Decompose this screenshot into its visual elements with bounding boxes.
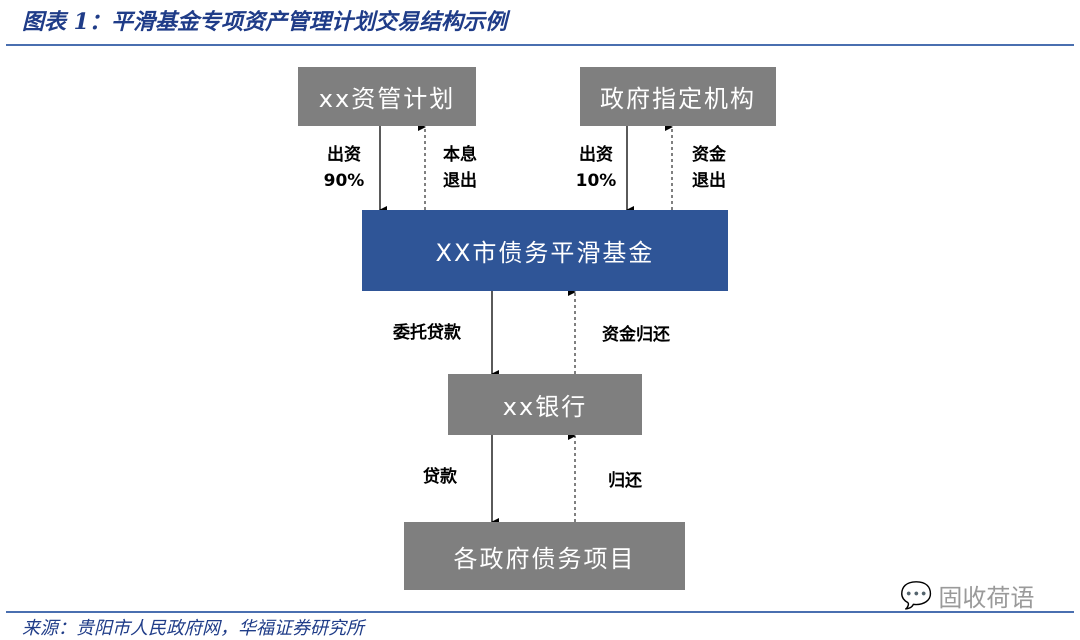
figure-title: 图表 1：平滑基金专项资产管理计划交易结构示例 (22, 9, 507, 35)
box-asset-plan: xx资管计划 (298, 67, 476, 126)
label-line: 本息 (443, 145, 477, 165)
label-line: 10% (575, 171, 617, 191)
label-fund-exit: 资金 退出 (684, 142, 734, 194)
watermark-text: 固收荷语 (938, 584, 1035, 612)
label-fund-return: 资金归还 (602, 325, 670, 345)
top-divider (6, 44, 1074, 46)
label-entrusted-loan: 委托贷款 (393, 323, 461, 343)
label-line: 退出 (692, 171, 726, 191)
box-gov-agency: 政府指定机构 (580, 67, 776, 126)
label-loan: 贷款 (423, 467, 457, 487)
label-line: 出资 (327, 145, 361, 165)
watermark: 💬 固收荷语 (900, 578, 1034, 613)
source-note: 来源：贵阳市人民政府网，华福证券研究所 (22, 618, 364, 639)
label-invest-10: 出资 10% (570, 142, 622, 194)
box-bank: xx银行 (448, 374, 642, 435)
label-line: 出资 (579, 145, 613, 165)
label-principal-exit: 本息 退出 (436, 142, 484, 194)
label-repay: 归还 (608, 471, 642, 491)
label-line: 退出 (443, 171, 477, 191)
label-line: 资金 (692, 145, 726, 165)
label-line: 90% (323, 171, 365, 191)
box-gov-projects: 各政府债务项目 (404, 522, 685, 590)
box-smoothing-fund: XX市债务平滑基金 (362, 210, 728, 291)
bottom-divider (6, 611, 1074, 613)
label-invest-90: 出资 90% (318, 142, 370, 194)
chat-bubble-icon: 💬 (900, 580, 933, 611)
